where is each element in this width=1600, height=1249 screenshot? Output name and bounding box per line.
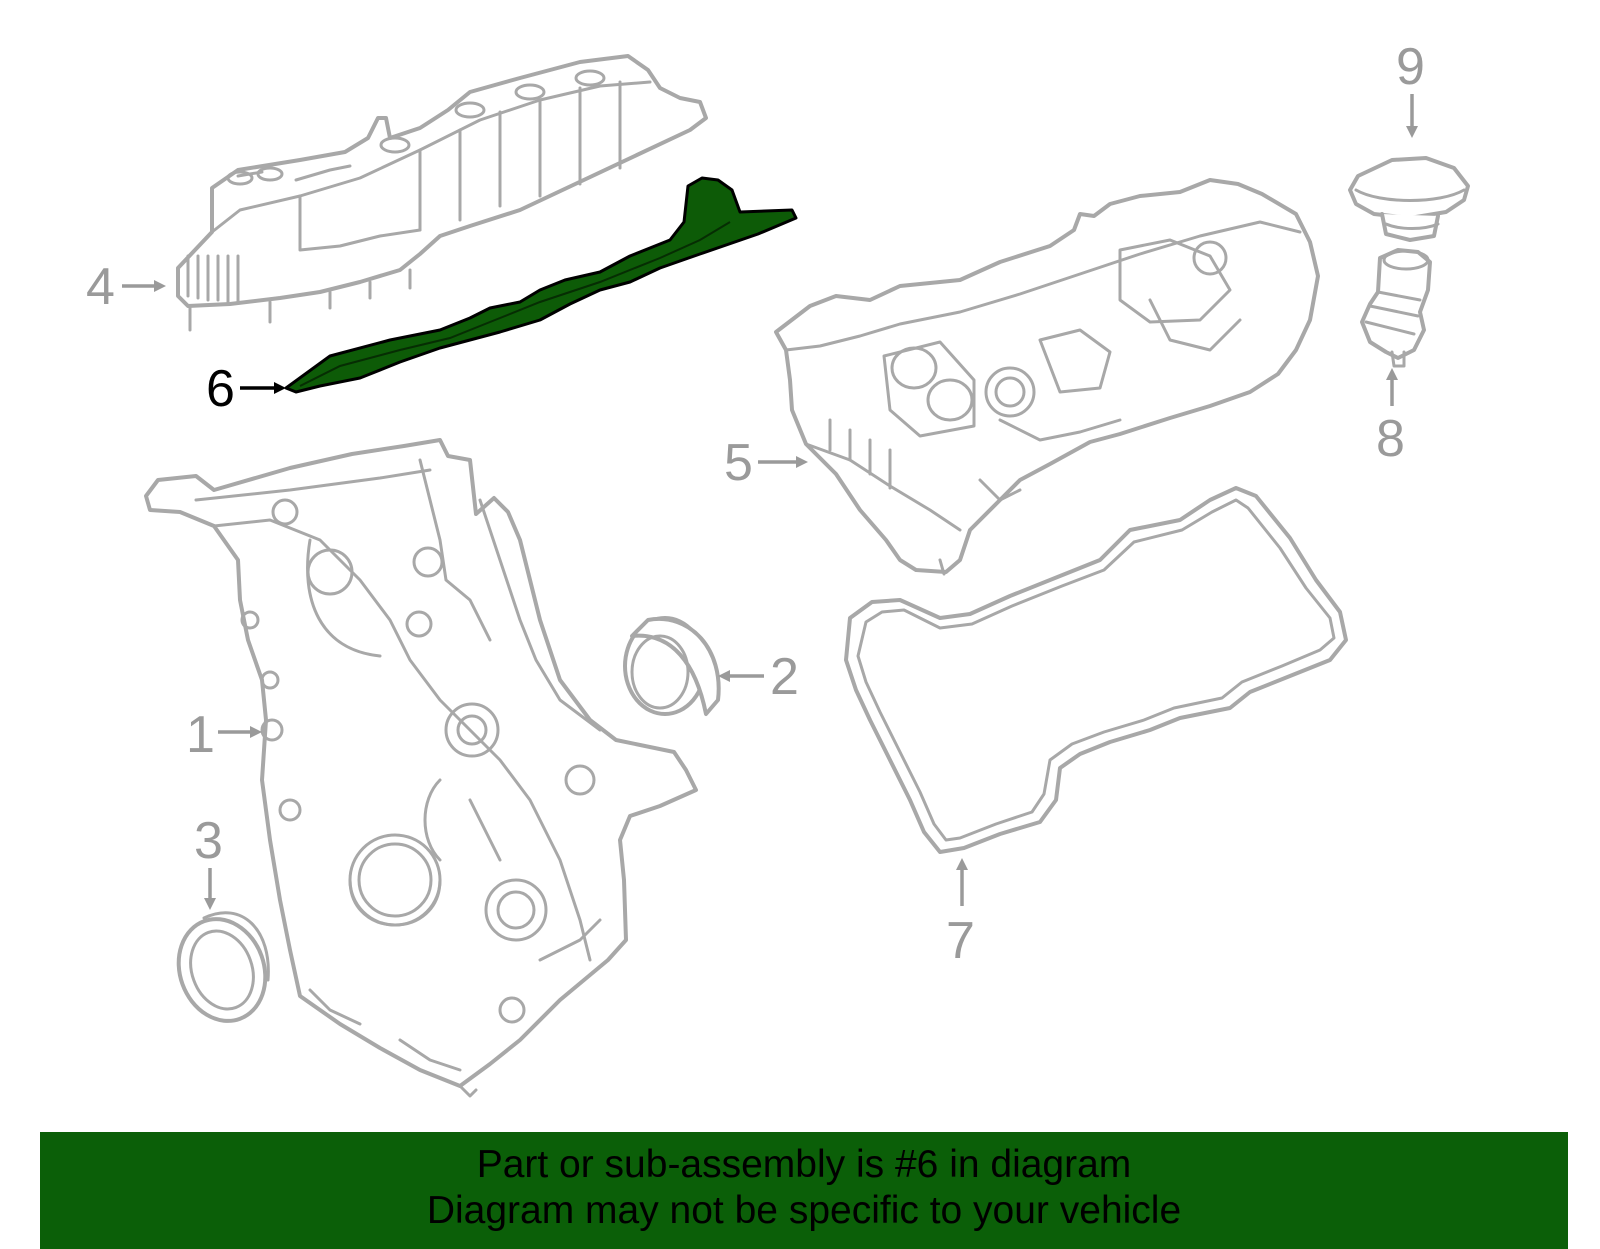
callout-4: 4 xyxy=(86,258,166,316)
part-6-gasket[interactable] xyxy=(284,176,798,394)
part-7-gasket[interactable] xyxy=(844,486,1348,854)
part-9-filler-cap[interactable] xyxy=(1348,156,1470,242)
info-banner: Part or sub-assembly is #6 in diagram Di… xyxy=(40,1132,1568,1249)
banner-line-disclaimer: Diagram may not be specific to your vehi… xyxy=(426,1189,1182,1232)
banner-line-part: Part or sub-assembly is #6 in diagram xyxy=(476,1143,1132,1186)
svg-text:9: 9 xyxy=(1396,38,1425,96)
svg-text:4: 4 xyxy=(86,258,115,316)
svg-text:8: 8 xyxy=(1376,410,1405,468)
svg-text:7: 7 xyxy=(946,912,975,970)
callout-7: 7 xyxy=(946,858,975,970)
callout-5: 5 xyxy=(724,434,808,492)
part-3-crank-seal[interactable] xyxy=(165,907,280,1033)
svg-text:1: 1 xyxy=(186,706,215,764)
part-2-seal[interactable] xyxy=(623,616,721,716)
svg-text:5: 5 xyxy=(724,434,753,492)
callout-1: 1 xyxy=(186,706,262,764)
svg-text:6: 6 xyxy=(206,360,235,418)
callout-2: 2 xyxy=(718,648,799,706)
part-1-timing-cover[interactable] xyxy=(144,438,698,1098)
callout-6: 6 xyxy=(206,360,286,418)
callout-3: 3 xyxy=(194,812,223,910)
part-5-valve-cover[interactable] xyxy=(774,178,1320,576)
svg-text:3: 3 xyxy=(194,812,223,870)
part-8-breather[interactable] xyxy=(1360,248,1432,368)
callout-9: 9 xyxy=(1396,38,1425,138)
svg-text:2: 2 xyxy=(770,648,799,706)
callout-8: 8 xyxy=(1376,368,1405,468)
part-4-upper-cover[interactable] xyxy=(176,54,708,332)
